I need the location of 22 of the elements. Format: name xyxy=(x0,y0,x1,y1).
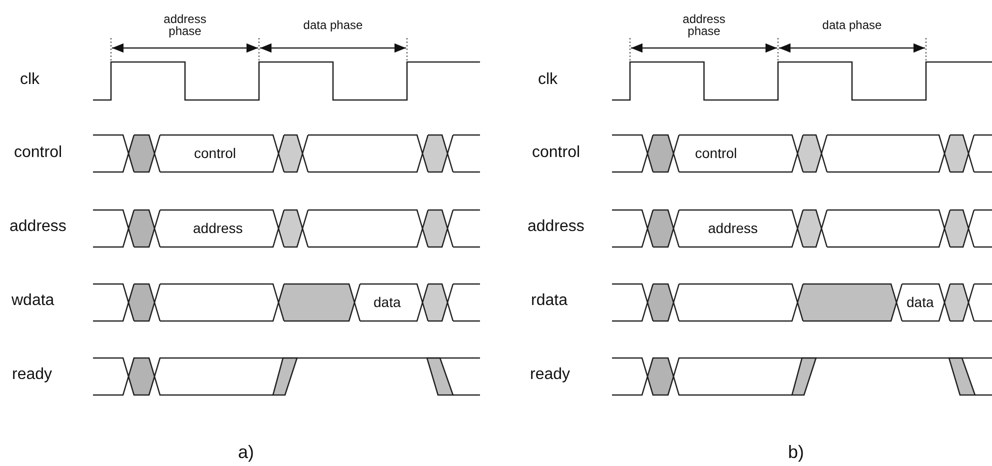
signal-name: ready xyxy=(12,366,52,384)
bus-value: control xyxy=(695,146,738,160)
phase-label: address phase xyxy=(162,12,208,38)
signal-name: control xyxy=(14,144,62,162)
phase-label: data phase xyxy=(822,18,882,32)
panel-label: b) xyxy=(788,442,804,462)
signal-name: rdata xyxy=(531,292,568,310)
phase-label: data phase xyxy=(303,18,363,32)
phase-label: address phase xyxy=(682,12,726,38)
signal-name: control xyxy=(532,144,580,162)
signal-name: wdata xyxy=(12,292,54,310)
bus-value: address xyxy=(708,220,758,236)
bus-value: data xyxy=(374,294,401,310)
signal-name: clk xyxy=(538,72,558,88)
bus-value: data xyxy=(906,294,934,310)
signal-name: clk xyxy=(20,72,40,88)
signal-name: address xyxy=(528,218,584,236)
bus-value: control xyxy=(194,146,236,160)
signal-name: address xyxy=(10,218,66,236)
bus-value: address xyxy=(193,220,243,236)
panel-label: a) xyxy=(238,442,254,462)
signal-name: ready xyxy=(530,366,570,384)
